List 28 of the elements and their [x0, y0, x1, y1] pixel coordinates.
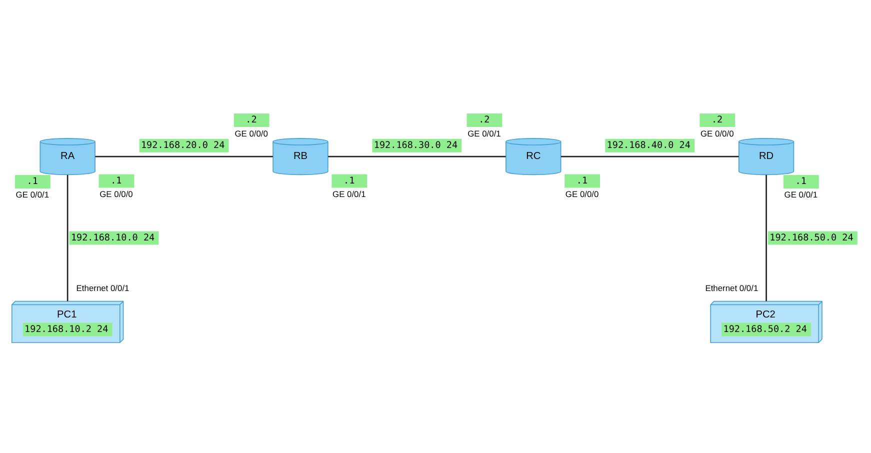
node-label: GE 0/0/0 [565, 188, 599, 199]
connector [561, 155, 739, 157]
node-label: GE 0/0/0 [700, 128, 734, 138]
node-label: .1 [110, 174, 122, 186]
node-label: .2 [478, 114, 490, 126]
node-label: GE 0/0/0 [234, 128, 268, 138]
node-label: GE 0/0/1 [468, 128, 501, 138]
edge-label: 192.168.20.0 24 [140, 139, 225, 150]
edge-label: 192.168.10.0 24 [70, 232, 155, 243]
connector [328, 155, 506, 157]
node-label: .2 [246, 114, 257, 126]
node-label: GE 0/0/0 [100, 188, 133, 199]
connector [766, 174, 767, 301]
node-label: .1 [26, 176, 38, 187]
node-label: GE 0/0/1 [16, 189, 50, 200]
node-label: .2 [711, 114, 723, 126]
node-label: GE 0/0/1 [784, 189, 818, 200]
edge-label: 192.168.40.0 24 [606, 139, 690, 150]
node-label: Ethernet 0/0/1 [705, 282, 758, 293]
node-label: Ethernet 0/0/1 [76, 282, 130, 293]
connector [66, 174, 68, 301]
node-label: .1 [576, 174, 588, 186]
edge-label: 192.168.30.0 24 [374, 139, 458, 150]
edge-label: 192.168.50.0 24 [770, 232, 854, 243]
connector [95, 155, 273, 157]
node-label: GE 0/0/1 [332, 188, 366, 199]
node-label: .1 [344, 174, 355, 186]
node-label: .1 [795, 176, 806, 187]
